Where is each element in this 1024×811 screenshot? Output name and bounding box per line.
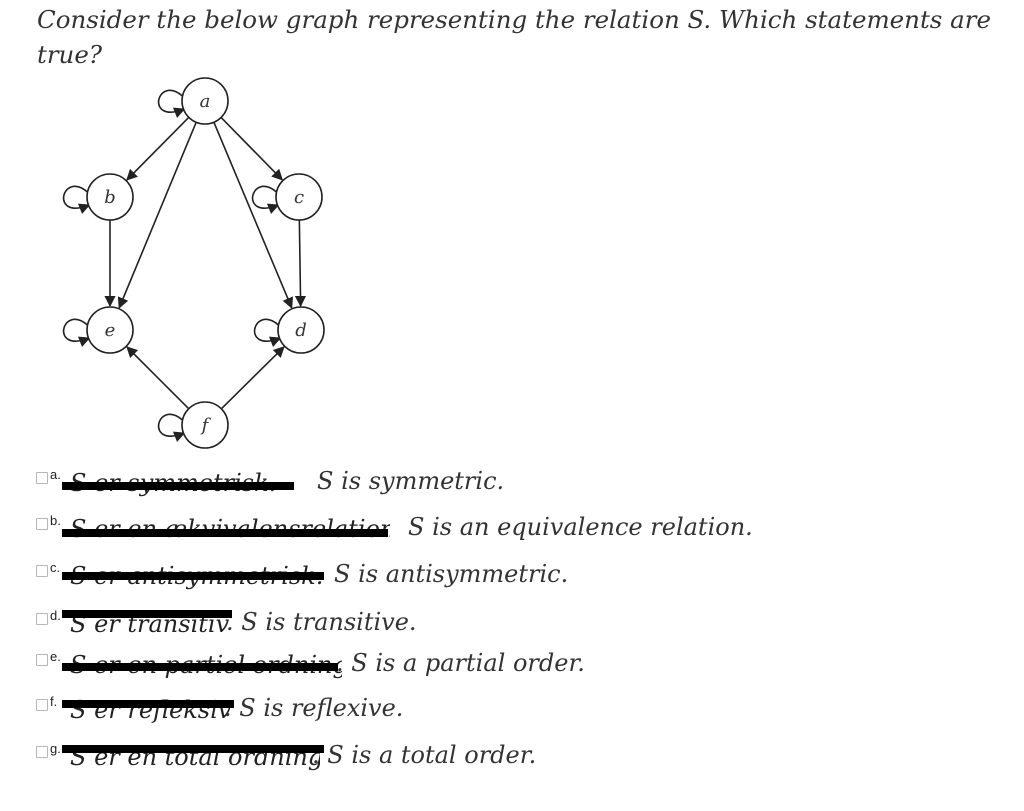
node-circle-d [277, 306, 325, 354]
node-label-a: a [200, 91, 211, 112]
edge-a-c [220, 116, 283, 181]
self-loop-e [62, 318, 91, 347]
node-e: e [86, 306, 134, 354]
redaction-bar [62, 700, 234, 708]
option-checkbox[interactable] [36, 565, 48, 577]
option-text: S is symmetric. [317, 467, 505, 495]
node-f: f [181, 401, 229, 449]
option-letter: d. [50, 608, 61, 623]
node-label-d: d [295, 320, 307, 341]
edge-a-d [213, 121, 293, 309]
self-loop-d [253, 318, 282, 347]
node-circle-e [86, 306, 134, 354]
option-text: . S is a partial order. [336, 649, 585, 677]
option-letter: g. [50, 741, 61, 756]
node-c: c [275, 173, 323, 221]
option-checkbox[interactable] [36, 518, 48, 530]
option-letter: c. [50, 560, 61, 575]
node-b: b [86, 173, 134, 221]
redaction-bar [62, 610, 232, 618]
node-a: a [181, 77, 229, 125]
option-letter: f. [50, 694, 58, 709]
self-loop-c [251, 185, 280, 214]
self-loop-a [157, 89, 186, 118]
edge-a-b [126, 116, 190, 181]
edge-c-d [294, 219, 307, 308]
option-text: S is an equivalence relation. [408, 513, 753, 541]
edge-a-e [117, 121, 197, 309]
option-letter: a. [50, 467, 61, 482]
question-text: Consider the below graph representing th… [37, 5, 991, 69]
node-label-c: c [294, 187, 304, 208]
redaction-bar [62, 482, 294, 490]
node-label-b: b [104, 187, 116, 208]
option-text: . S is transitive. [226, 608, 417, 636]
self-loop-f [157, 413, 186, 442]
option-checkbox[interactable] [36, 746, 48, 758]
option-letter: b. [50, 513, 61, 528]
option-text: . S is reflexive. [224, 694, 404, 722]
redaction-bar [62, 529, 388, 537]
node-circle-a [181, 77, 229, 125]
option-text: S is antisymmetric. [334, 560, 569, 588]
redaction-bar [62, 663, 338, 671]
node-circle-b [86, 173, 134, 221]
node-circle-f [181, 401, 229, 449]
node-d: d [277, 306, 325, 354]
edge-f-e [126, 346, 190, 410]
option-checkbox[interactable] [36, 699, 48, 711]
option-checkbox[interactable] [36, 654, 48, 666]
node-circle-c [275, 173, 323, 221]
redaction-bar [62, 745, 324, 753]
node-label-e: e [105, 320, 116, 341]
option-checkbox[interactable] [36, 472, 48, 484]
self-loop-b [62, 185, 91, 214]
redaction-bar [62, 572, 324, 580]
option-text: . S is a total order. [312, 741, 537, 769]
edge-f-d [220, 346, 285, 410]
option-letter: e. [50, 649, 61, 664]
option-checkbox[interactable] [36, 613, 48, 625]
